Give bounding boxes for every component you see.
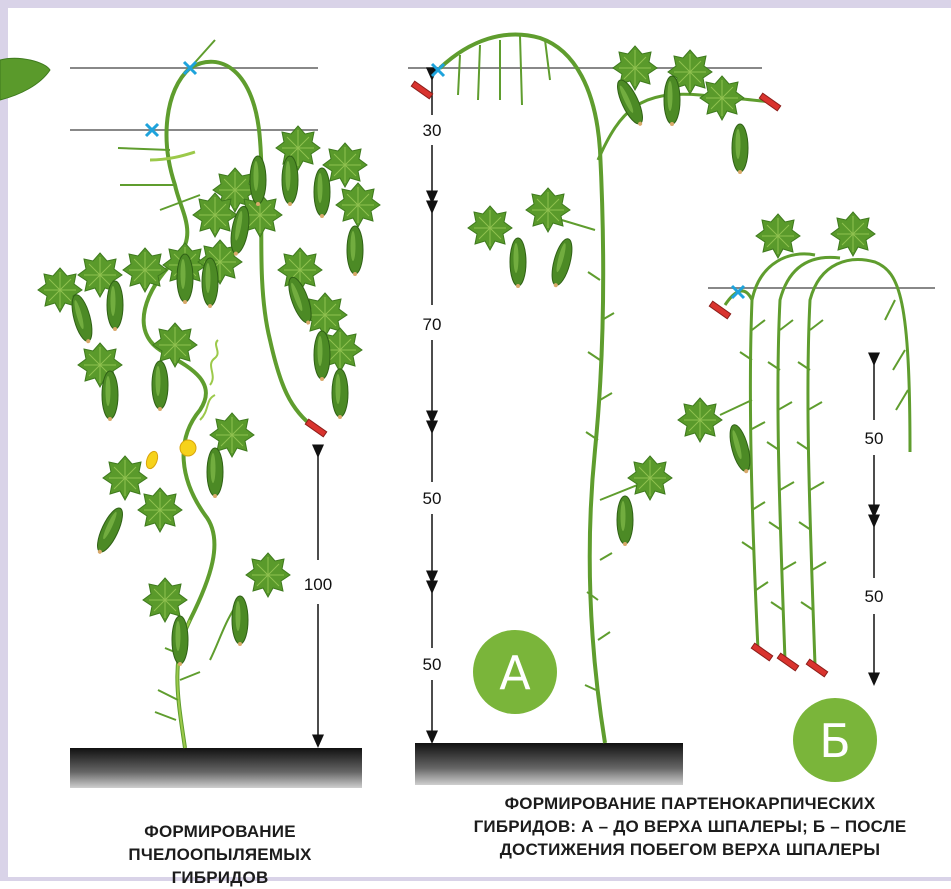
caption-left-line-1: ФОРМИРОВАНИЕ <box>80 820 360 843</box>
measure-50-lower-a: 50 <box>423 655 442 674</box>
caption-left-line-2: ПЧЕЛООПЫЛЯЕМЫХ ГИБРИДОВ <box>80 843 360 889</box>
corner-leaf-fragment <box>0 58 50 100</box>
measure-50-upper-a: 50 <box>423 489 442 508</box>
caption-parthenocarpic: ФОРМИРОВАНИЕ ПАРТЕНОКАРПИЧЕСКИХ ГИБРИДОВ… <box>440 792 940 861</box>
left-ground <box>70 748 362 788</box>
badge-a-label: А <box>499 646 531 700</box>
measure-50-lower-b: 50 <box>865 587 884 606</box>
measure-30: 30 <box>423 121 442 140</box>
caption-bee-pollinated: ФОРМИРОВАНИЕ ПЧЕЛООПЫЛЯЕМЫХ ГИБРИДОВ <box>80 820 360 889</box>
caption-right-line-3: ДОСТИЖЕНИЯ ПОБЕГОМ ВЕРХА ШПАЛЕРЫ <box>440 838 940 861</box>
caption-right-line-1: ФОРМИРОВАНИЕ ПАРТЕНОКАРПИЧЕСКИХ <box>440 792 940 815</box>
a-ground <box>415 743 683 785</box>
badge-b: Б <box>793 698 877 782</box>
measure-50-upper-b: 50 <box>865 429 884 448</box>
plant-a <box>411 35 780 743</box>
left-trellis-wires <box>70 68 318 130</box>
measure-70: 70 <box>423 315 442 334</box>
badge-b-label: Б <box>819 714 851 768</box>
left-plant <box>38 40 380 748</box>
measure-100: 100 <box>304 575 332 594</box>
caption-right-line-2: ГИБРИДОВ: А – ДО ВЕРХА ШПАЛЕРЫ; Б – ПОСЛ… <box>440 815 940 838</box>
badge-a: А <box>473 630 557 714</box>
